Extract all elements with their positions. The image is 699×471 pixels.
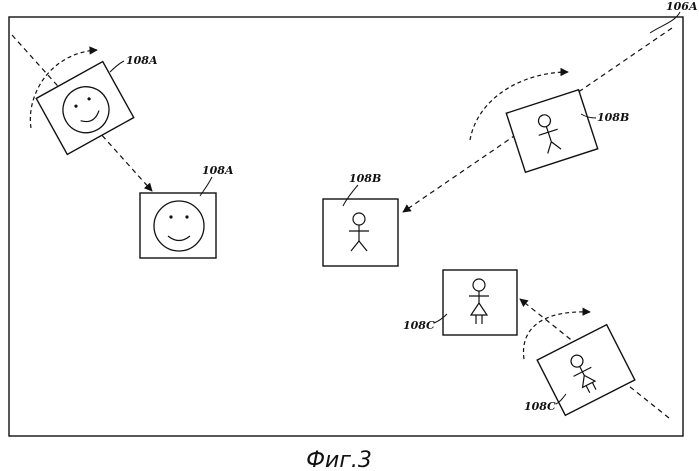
label-108c-before: 108C <box>524 400 556 413</box>
label-108a-after: 108A <box>202 164 234 177</box>
label-108c-after: 108C <box>403 319 435 332</box>
image-108b-after <box>323 199 398 266</box>
label-108a-before: 108A <box>126 54 158 67</box>
image-108b-before <box>506 90 597 172</box>
display-label: 106A <box>666 0 698 13</box>
figure-caption: Фиг.3 <box>306 448 372 471</box>
label-108b-after: 108B <box>349 172 381 185</box>
image-108a-after <box>140 193 216 258</box>
image-108a-before <box>36 62 133 155</box>
image-108c-after <box>443 270 517 335</box>
display-label-leader <box>650 12 680 33</box>
label-108b-before: 108B <box>597 111 629 124</box>
